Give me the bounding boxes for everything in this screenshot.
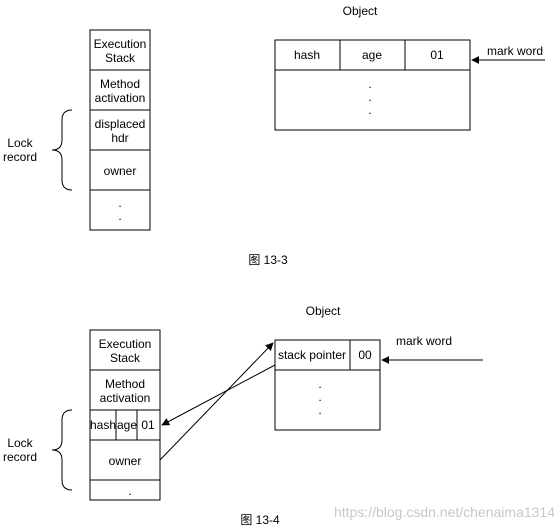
stack-header-line1: Execution (99, 337, 152, 351)
method-activation-line2: activation (95, 91, 146, 105)
lock-record-label-line2: record (3, 150, 37, 164)
lock-record-label-line2: record (3, 450, 37, 464)
stack-ellipsis-dot: . (118, 196, 121, 210)
object-ellipsis-dot: . (368, 77, 371, 91)
hash-field: hash (90, 418, 116, 432)
stack-header-line2: Stack (105, 51, 136, 65)
mark-word-label: mark word (396, 334, 452, 348)
figure-13-3: Execution Stack Method activation displa… (3, 4, 545, 267)
lock-record-brace (51, 109, 73, 191)
owner-label: owner (104, 164, 137, 178)
owner-to-object-arrow (159, 342, 274, 461)
lock-record-label-line1: Lock (7, 136, 33, 150)
age-field: age (362, 48, 382, 62)
watermark: https://blog.csdn.net/chenaima1314 (334, 504, 555, 520)
object-title: Object (343, 4, 378, 18)
displaced-hdr-line1: displaced (95, 117, 146, 131)
lock-bits-field: 01 (430, 48, 444, 62)
figure-caption: 图 13-3 (248, 253, 288, 267)
method-activation-line2: activation (100, 391, 151, 405)
displaced-hdr-line2: hdr (111, 131, 128, 145)
object-ellipsis-dot: . (368, 90, 371, 104)
lock-record-brace (51, 409, 73, 491)
age-field: age (117, 418, 137, 432)
lock-record-label-line1: Lock (7, 436, 33, 450)
hash-field: hash (294, 48, 320, 62)
stack-ellipsis-dot: . (118, 209, 121, 223)
object-ellipsis-dot: . (318, 377, 321, 391)
object-title: Object (306, 304, 341, 318)
lock-bits-field: 01 (141, 418, 155, 432)
object-ellipsis-dot: . (318, 403, 321, 417)
object-box-1: hash age 01 . . . (274, 39, 471, 131)
stack-pointer-field: stack pointer (278, 348, 346, 362)
execution-stack-1: Execution Stack Method activation displa… (89, 29, 151, 231)
stack-frame-outline (89, 29, 151, 231)
owner-label: owner (109, 454, 142, 468)
object-ellipsis-dot: . (368, 103, 371, 117)
stack-header-line1: Execution (94, 37, 147, 51)
execution-stack-2: Execution Stack Method activation hash a… (89, 329, 161, 501)
method-activation-line1: Method (105, 377, 145, 391)
stack-pointer-to-lock-record-arrow (161, 364, 276, 426)
mark-word-label: mark word (487, 44, 543, 58)
object-ellipsis-dot: . (318, 390, 321, 404)
object-outline (274, 339, 381, 431)
method-activation-line1: Method (100, 77, 140, 91)
object-box-2: stack pointer 00 . . . (274, 339, 381, 431)
stack-ellipsis-dot: . (128, 484, 131, 498)
figure-caption: 图 13-4 (240, 513, 280, 527)
object-outline (274, 39, 471, 131)
stack-frame-outline (89, 329, 161, 501)
lock-bits-field: 00 (358, 348, 372, 362)
stack-header-line2: Stack (110, 351, 141, 365)
figure-13-4: Execution Stack Method activation hash a… (3, 304, 483, 527)
